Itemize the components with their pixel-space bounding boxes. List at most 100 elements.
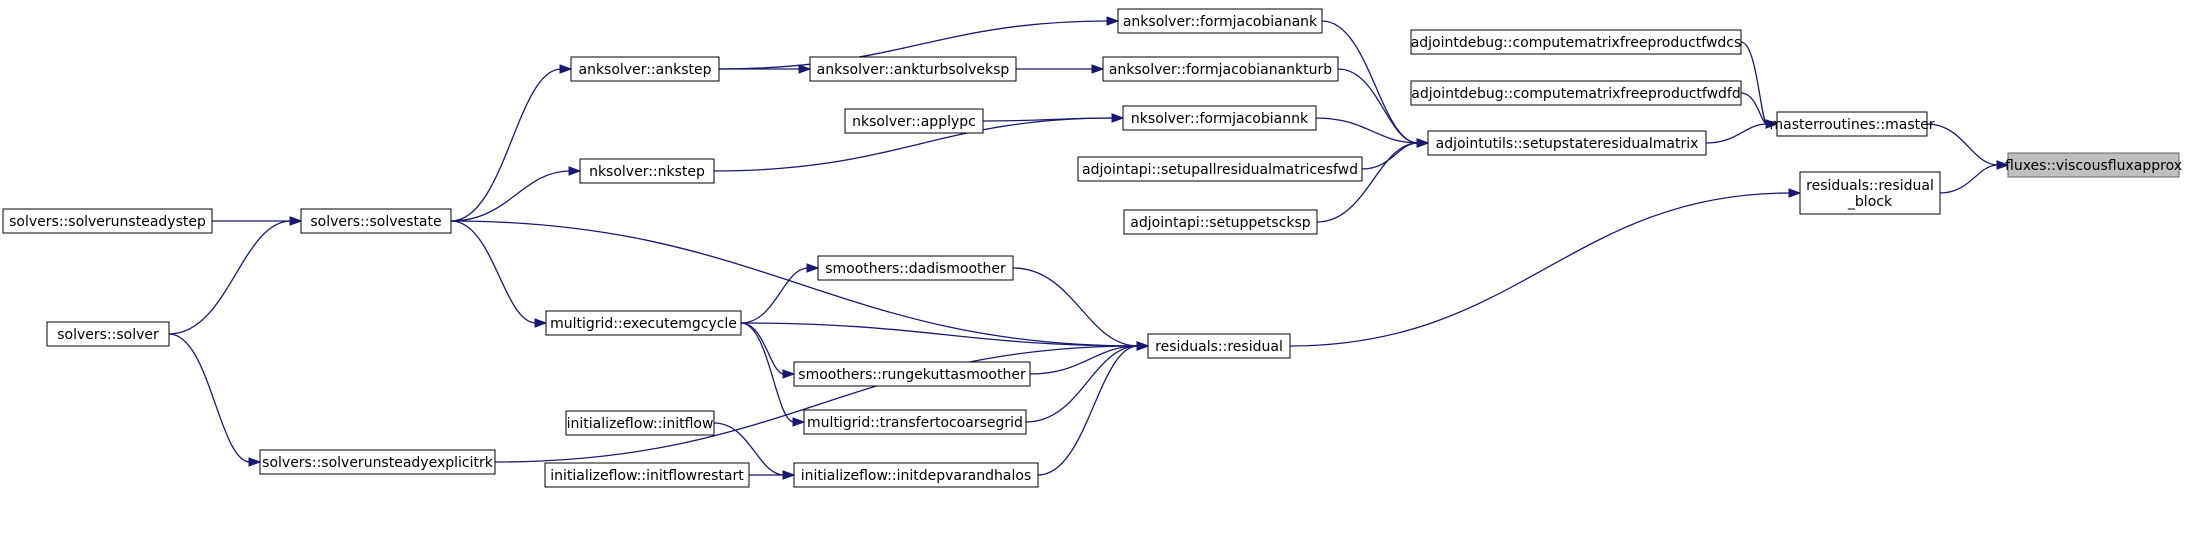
node-label: anksolver::ankstep	[579, 62, 712, 78]
node-box	[1799, 171, 1941, 215]
node-box	[1410, 80, 1742, 106]
node-viscousfluxapprox[interactable]: fluxes::viscousfluxapprox	[2005, 152, 2182, 178]
node-nkstep[interactable]: nksolver::nkstep	[579, 158, 715, 184]
edge-setupstateresidualmatrix-to-master	[1705, 119, 1779, 144]
node-label: solvers::solverunsteadyexplicitrk	[262, 455, 494, 471]
node-label: nksolver::applypc	[852, 114, 976, 130]
node-initflow[interactable]: initializeflow::initflow	[565, 410, 715, 436]
node-solvestate[interactable]: solvers::solvestate	[300, 208, 452, 234]
edge-line	[1740, 92, 1768, 125]
node-label: nksolver::formjacobiannk	[1131, 111, 1309, 127]
edge-ankstep-to-formjacobiananank	[718, 16, 1120, 70]
node-label: smoothers::dadismoother	[825, 261, 1006, 277]
arrowhead-icon	[1136, 341, 1150, 351]
arrowhead-icon	[1765, 119, 1779, 129]
edge-line	[494, 345, 1139, 463]
edge-executemgcycle-to-transfertocoarsegrid	[740, 322, 806, 427]
node-label: fluxes::viscousfluxapprox	[2005, 158, 2182, 174]
node-box	[46, 321, 170, 347]
node-label: initializeflow::initflow	[567, 416, 714, 432]
node-box	[300, 208, 452, 234]
node-ankturbsolveksp[interactable]: anksolver::ankturbsolveksp	[809, 56, 1017, 82]
node-master[interactable]: masterroutines::master	[1770, 111, 1935, 137]
edge-line	[1926, 123, 1999, 166]
node-executemgcycle[interactable]: multigrid::executemgcycle	[545, 310, 742, 336]
arrowhead-icon	[798, 64, 812, 74]
node-box	[803, 409, 1027, 435]
node-initdepvarandhalos[interactable]: initializeflow::initdepvarandhalos	[793, 462, 1039, 488]
node-setupallresidualmatricesfwd[interactable]: adjointapi::setupallresidualmatricesfwd	[1077, 156, 1363, 182]
node-cmfp_fwdcs[interactable]: adjointdebug::computematrixfreeproductfw…	[1410, 29, 1742, 55]
node-solverunsteadystep[interactable]: solvers::solverunsteadystep	[2, 208, 213, 234]
arrowhead-icon	[568, 166, 582, 176]
node-box	[1122, 105, 1317, 131]
node-transfertocoarsegrid[interactable]: multigrid::transfertocoarsegrid	[803, 409, 1027, 435]
node-box	[1147, 333, 1291, 359]
edge-line	[1740, 41, 1768, 125]
node-label: solvers::solvestate	[310, 214, 441, 230]
node-solver[interactable]: solvers::solver	[46, 321, 170, 347]
node-box	[793, 361, 1031, 387]
node-label: adjointutils::setupstateresidualmatrix	[1436, 136, 1699, 152]
node-formjacobiannk[interactable]: nksolver::formjacobiannk	[1122, 105, 1317, 131]
node-applypc[interactable]: nksolver::applypc	[844, 108, 984, 134]
edges-layer	[168, 16, 2010, 480]
node-label: anksolver::formjacobianank	[1123, 14, 1318, 30]
node-dadismoother[interactable]: smoothers::dadismoother	[817, 255, 1014, 281]
arrowhead-icon	[248, 457, 262, 467]
node-label: adjointdebug::computematrixfreeproductfw…	[1411, 35, 1742, 51]
edge-residual_block-to-viscousfluxapprox	[1939, 160, 2010, 194]
edge-line	[1012, 267, 1139, 347]
edge-solver-to-solverunsteadyexplicitrk	[168, 333, 262, 467]
arrowhead-icon	[534, 318, 548, 328]
node-box	[2007, 152, 2180, 178]
edge-executemgcycle-to-residual	[740, 322, 1150, 351]
edge-line	[713, 422, 785, 476]
edge-dadismoother-to-residual	[1012, 267, 1150, 351]
edge-line	[1025, 345, 1139, 423]
arrowhead-icon	[806, 263, 820, 273]
arrowhead-icon	[1106, 16, 1120, 26]
edge-cmfp_fwdcs-to-master	[1740, 41, 1779, 129]
edge-line	[450, 220, 1139, 347]
node-box	[1427, 130, 1707, 156]
node-initflowrestart[interactable]: initializeflow::initflowrestart	[544, 462, 750, 488]
node-box	[2, 208, 213, 234]
node-residual_block[interactable]: residuals::residual_block	[1799, 171, 1941, 215]
node-cmfp_fwdfd[interactable]: adjointdebug::computematrixfreeproductfw…	[1410, 80, 1742, 106]
edge-line	[1705, 123, 1768, 144]
edge-executemgcycle-to-rungekuttasmoother	[740, 322, 796, 379]
edge-line	[1939, 164, 1999, 194]
node-residual[interactable]: residuals::residual	[1147, 333, 1291, 359]
node-box	[565, 410, 715, 436]
node-label: anksolver::formjacobianankturb	[1109, 62, 1332, 78]
node-label: residuals::residual	[1155, 339, 1283, 355]
node-label: initializeflow::initflowrestart	[550, 468, 744, 484]
node-box	[1102, 56, 1339, 82]
edge-transfertocoarsegrid-to-residual	[1025, 341, 1150, 423]
node-box	[259, 449, 496, 475]
edge-line	[450, 68, 562, 222]
arrowhead-icon	[559, 64, 573, 74]
edge-ankstep-to-ankturbsolveksp	[719, 64, 812, 74]
node-formjacobiananank[interactable]: anksolver::formjacobianank	[1117, 8, 1323, 34]
edge-solvestate-to-executemgcycle	[450, 220, 548, 328]
edge-executemgcycle-to-dadismoother	[740, 263, 820, 324]
edge-nkstep-to-formjacobiannk	[713, 113, 1125, 172]
arrowhead-icon	[782, 369, 796, 379]
node-formjacobianankturb[interactable]: anksolver::formjacobianankturb	[1102, 56, 1339, 82]
node-label: solvers::solver	[57, 327, 159, 343]
edge-solverunsteadyexplicitrk-to-residual	[494, 341, 1150, 463]
edge-line	[1361, 142, 1419, 170]
edge-residual-to-residual_block	[1289, 188, 1802, 347]
node-solverunsteadyexplicitrk[interactable]: solvers::solverunsteadyexplicitrk	[259, 449, 496, 475]
edge-line	[718, 20, 1109, 70]
node-rungekuttasmoother[interactable]: smoothers::rungekuttasmoother	[793, 361, 1031, 387]
edge-line	[450, 220, 537, 324]
edge-line	[1321, 20, 1419, 144]
edge-line	[1337, 68, 1419, 144]
node-setupstateresidualmatrix[interactable]: adjointutils::setupstateresidualmatrix	[1427, 130, 1707, 156]
edge-line	[450, 170, 571, 222]
node-ankstep[interactable]: anksolver::ankstep	[570, 56, 720, 82]
node-setuppetscksp[interactable]: adjointapi::setuppetscksp	[1123, 209, 1318, 235]
